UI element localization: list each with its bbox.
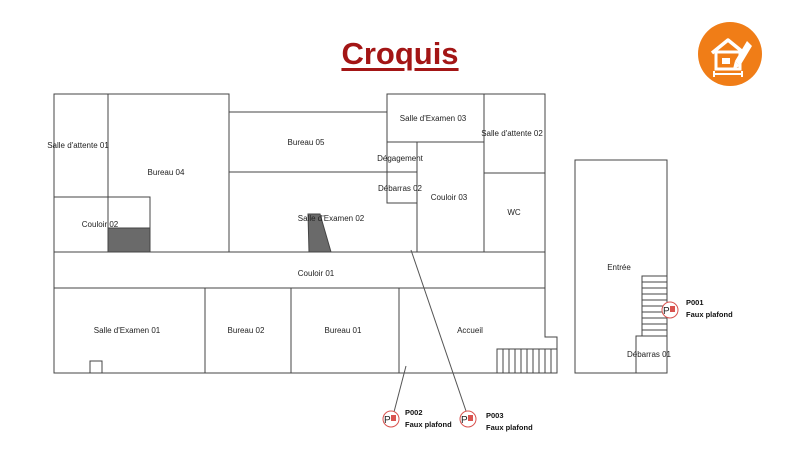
marker-p003-id: P003: [486, 411, 504, 420]
marker-p002-desc: Faux plafond: [405, 420, 452, 429]
marker-p001[interactable]: P P001 Faux plafond: [661, 298, 733, 319]
label-couloir-01: Couloir 01: [298, 269, 335, 278]
stair-block-couloir-02: [107, 227, 151, 253]
house-plan-icon: [698, 22, 762, 86]
label-degagement: Dégagement: [377, 154, 424, 163]
svg-text:P: P: [384, 415, 391, 426]
label-accueil: Accueil: [457, 326, 483, 335]
label-couloir-03: Couloir 03: [431, 193, 468, 202]
stair-block-examen-02: [307, 213, 332, 253]
leader-p003: [410, 249, 467, 412]
label-entree: Entrée: [607, 263, 631, 272]
svg-text:P: P: [461, 415, 468, 426]
page-title: Croquis: [341, 36, 459, 71]
logo-circle: [698, 22, 762, 86]
marker-p002[interactable]: P P002 Faux plafond: [382, 408, 452, 429]
svg-text:P: P: [663, 306, 670, 317]
marker-p002-id: P002: [405, 408, 423, 417]
label-couloir-02: Couloir 02: [82, 220, 119, 229]
label-bureau-02: Bureau 02: [228, 326, 265, 335]
stairs-accueil: [496, 348, 558, 374]
marker-p001-desc: Faux plafond: [686, 310, 733, 319]
label-salle-examen-03: Salle d'Examen 03: [400, 114, 467, 123]
label-bureau-01: Bureau 01: [325, 326, 362, 335]
room-accueil: [398, 287, 558, 374]
label-debarras-02: Débarras 02: [378, 184, 423, 193]
label-debarras-01: Débarras 01: [627, 350, 672, 359]
label-salle-examen-01: Salle d'Examen 01: [94, 326, 161, 335]
marker-p003[interactable]: P P003 Faux plafond: [459, 410, 533, 432]
label-bureau-05: Bureau 05: [288, 138, 325, 147]
label-salle-attente-02: Salle d'attente 02: [481, 129, 543, 138]
leader-p002: [393, 365, 407, 413]
room-entree: [574, 159, 668, 374]
marker-p001-id: P001: [686, 298, 704, 307]
label-salle-examen-02: Salle d'Examen 02: [298, 214, 365, 223]
label-salle-attente-01: Salle d'attente 01: [47, 141, 109, 150]
label-bureau-04: Bureau 04: [148, 168, 185, 177]
marker-p003-desc: Faux plafond: [486, 423, 533, 432]
label-wc: WC: [507, 208, 521, 217]
